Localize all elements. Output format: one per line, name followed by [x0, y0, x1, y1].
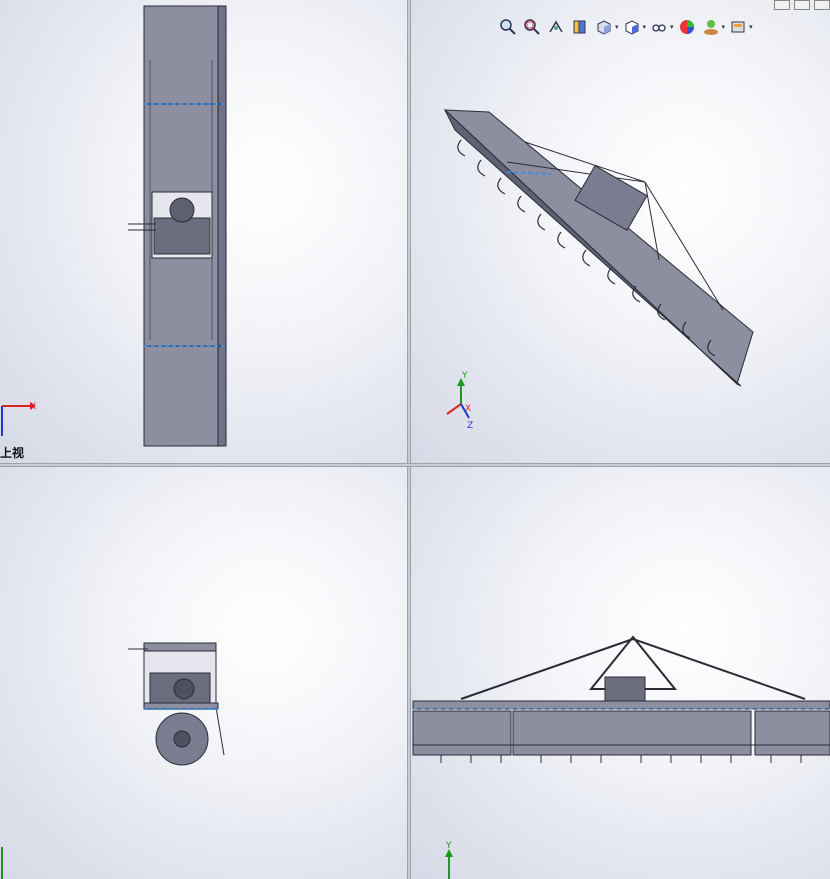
axis-triad [446, 378, 470, 419]
axis-y-label: Y [461, 371, 468, 381]
viewport-splitter-vertical[interactable] [407, 0, 411, 879]
zoom-to-fit-icon[interactable] [497, 16, 519, 38]
view-settings-caret[interactable]: ▾ [749, 23, 753, 31]
isometric-model: Y X Z [443, 109, 754, 431]
hide-show-icon[interactable] [648, 16, 670, 38]
view-orientation-icon[interactable] [593, 16, 615, 38]
previous-view-icon[interactable] [545, 16, 567, 38]
top-view-model: X [1, 5, 227, 447]
viewport-top-view[interactable]: X 上视 [0, 0, 407, 463]
restore-icon[interactable] [774, 0, 790, 10]
viewport-side-view[interactable] [0, 467, 407, 879]
view-label: 上视 [0, 446, 25, 460]
viewport-splitter-horizontal[interactable] [0, 463, 830, 467]
hide-show-caret[interactable]: ▾ [670, 23, 674, 31]
zoom-area-icon[interactable] [521, 16, 543, 38]
front-view-model: Y [412, 635, 830, 879]
axis-triad [1, 402, 36, 436]
heads-up-toolbar: ▾ ▾ ▾ ▾ ▾ [497, 16, 753, 38]
axis-x-label: X [465, 404, 471, 414]
display-style-icon[interactable] [621, 16, 643, 38]
view-orientation-caret[interactable]: ▾ [615, 23, 619, 31]
axis-x-label: X [30, 402, 36, 412]
view-settings-icon[interactable] [727, 16, 749, 38]
viewport-isometric-view[interactable]: ▾ ▾ ▾ ▾ ▾ Y X Z [411, 0, 830, 463]
section-view-icon[interactable] [569, 16, 591, 38]
viewport-front-view[interactable]: Y [411, 467, 830, 879]
side-view-model [1, 642, 225, 879]
axis-z-label: Z [467, 421, 473, 431]
minimize-icon[interactable] [794, 0, 810, 10]
display-style-caret[interactable]: ▾ [642, 23, 647, 31]
apply-scene-caret[interactable]: ▾ [721, 23, 726, 31]
axis-y-label: Y [445, 841, 452, 851]
axis-triad [445, 849, 453, 879]
edit-appearance-icon[interactable] [676, 16, 698, 38]
apply-scene-icon[interactable] [700, 16, 722, 38]
